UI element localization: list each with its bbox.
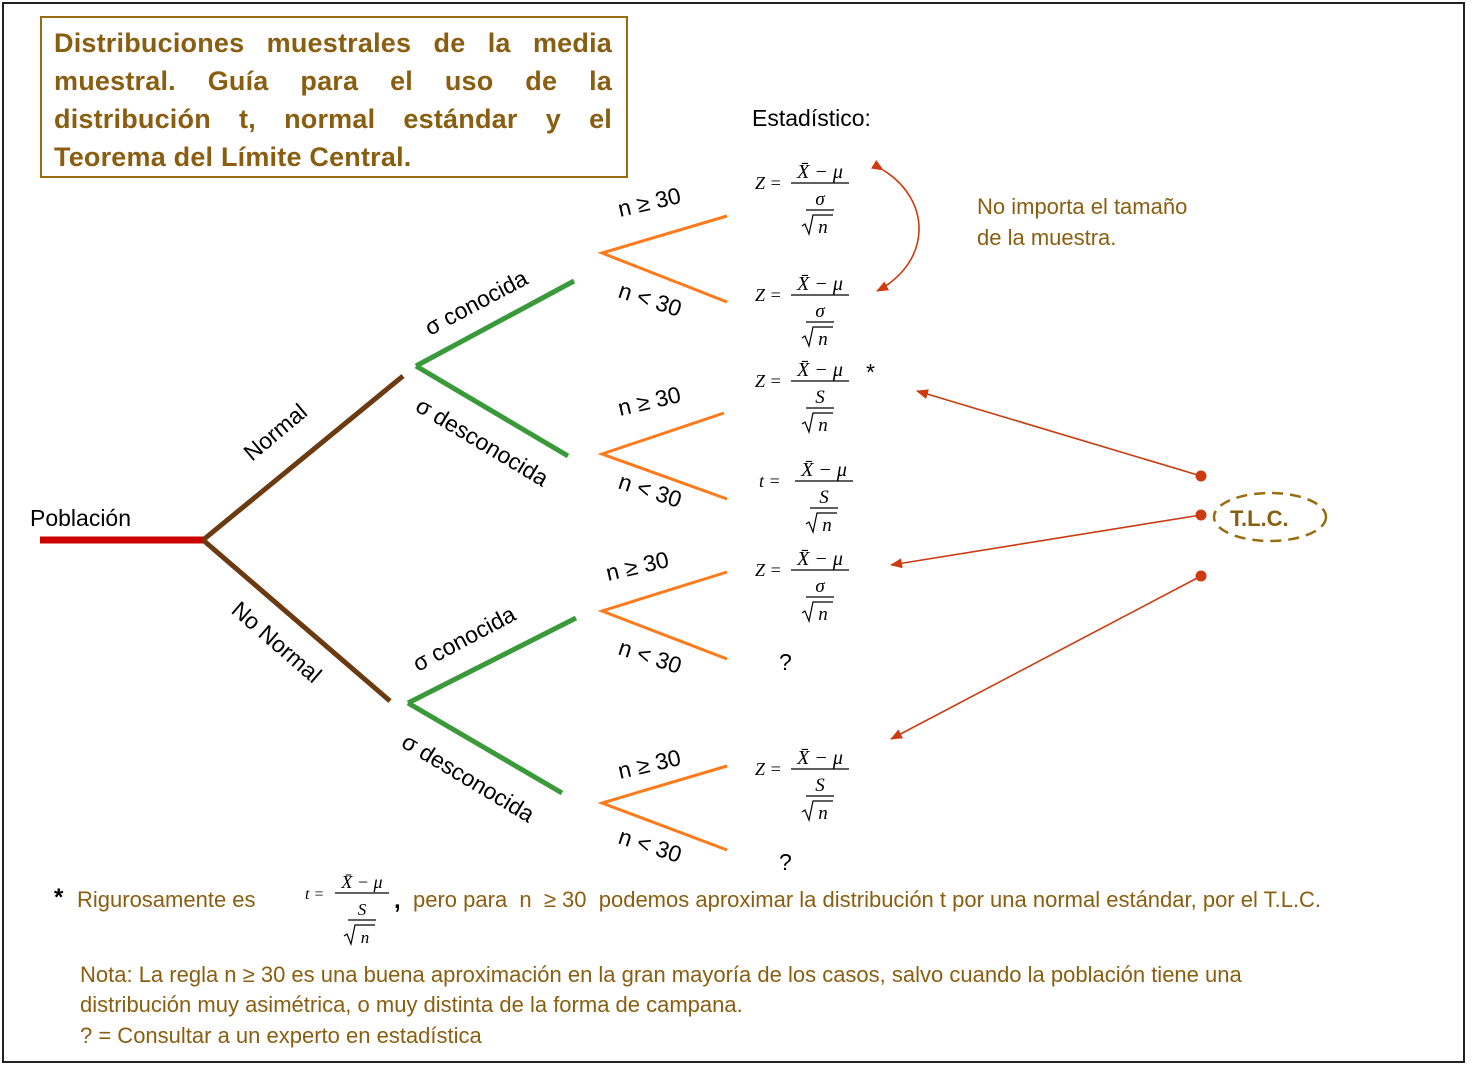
formula-z-sigma-1: Z = X̄ − μ σn <box>755 161 849 238</box>
title-box: Distribuciones muestrales de la media mu… <box>40 16 628 178</box>
tlc-ellipse <box>1212 491 1328 543</box>
formula-numerator: X̄ − μ <box>796 747 843 769</box>
sample-size-branches <box>597 214 728 852</box>
formula-lhs: t = <box>759 471 781 491</box>
branch-non-normal <box>201 538 392 703</box>
fork-nonnormal-unknown <box>597 764 728 852</box>
note-line-1: Nota: La regla n ≥ 30 es una buena aprox… <box>80 962 1242 987</box>
label-nonnormal-known: σ conocida <box>408 600 520 676</box>
formula-den-top: S <box>815 775 825 796</box>
formula-den-root: n <box>822 515 832 536</box>
note-line-2: distribución muy asimétrica, o muy disti… <box>80 992 743 1017</box>
formula-lhs: Z = <box>755 173 782 193</box>
sqrt-icon <box>343 924 375 947</box>
branch-normal <box>201 374 405 542</box>
tlc-arrow-3 <box>890 575 1202 740</box>
label-n-small-2: n < 30 <box>615 468 684 513</box>
formula-z-s-2: Z = X̄ − μ Sn <box>755 747 849 824</box>
size-note-line2: de la muestra. <box>977 225 1116 250</box>
sqrt-icon <box>805 512 837 535</box>
formula-den-top: S <box>819 487 829 508</box>
formula-numerator: X̄ − μ <box>796 548 843 570</box>
label-n-small-3: n < 30 <box>615 634 684 679</box>
formula-den-root: n <box>818 329 828 350</box>
unknown-mark-2: ? <box>779 849 792 875</box>
asterisk-mark: * <box>866 359 875 385</box>
formula-lhs: Z = <box>755 759 782 779</box>
formula-den-top: S <box>358 900 367 919</box>
footnote-suffix: pero para n ≥ 30 podemos aproximar la di… <box>413 887 1321 912</box>
label-n-large-1: n ≥ 30 <box>615 182 683 222</box>
formula-numerator: X̄ − μ <box>796 359 843 381</box>
label-normal-known: σ conocida <box>420 264 532 340</box>
title-text: Distribuciones muestrales de la media mu… <box>54 28 612 172</box>
label-n-large-2: n ≥ 30 <box>615 381 683 421</box>
footnote-asterisk: * <box>54 884 64 911</box>
formula-z-sigma-3: Z = X̄ − μ σn <box>755 548 849 625</box>
sqrt-icon <box>801 800 833 823</box>
sqrt-icon <box>801 326 833 349</box>
formula-den-root: n <box>361 928 370 947</box>
branch-nonnormal-unknown <box>406 700 564 796</box>
formula-den-root: n <box>818 415 828 436</box>
formula-numerator: X̄ − μ <box>340 872 382 892</box>
tlc-arrow-1 <box>916 389 1202 477</box>
label-n-large-3: n ≥ 30 <box>603 546 671 586</box>
unknown-mark-1: ? <box>779 649 792 675</box>
label-n-small-1: n < 30 <box>615 277 684 322</box>
label-n-large-4: n ≥ 30 <box>615 744 683 784</box>
sqrt-icon <box>801 601 833 624</box>
tlc-arrow-2 <box>890 514 1202 569</box>
footnote-prefix: Rigurosamente es <box>77 887 256 912</box>
fork-normal-known <box>597 214 728 304</box>
root-label: Población <box>30 505 131 531</box>
formula-lhs: Z = <box>755 285 782 305</box>
fork-nonnormal-known <box>597 570 728 661</box>
note-line-3: ? = Consultar a un experto en estadístic… <box>80 1023 482 1048</box>
formula-den-top: σ <box>815 301 825 322</box>
tlc-dot-2 <box>1195 509 1207 521</box>
formula-numerator: X̄ − μ <box>800 459 847 481</box>
formula-numerator: X̄ − μ <box>796 161 843 183</box>
fork-normal-unknown <box>597 411 728 501</box>
footnote-comma: , <box>394 887 401 914</box>
statistic-header: Estadístico: <box>752 105 871 131</box>
sqrt-icon <box>801 214 833 237</box>
label-non-normal: No Normal <box>227 596 327 688</box>
branch-normal-unknown <box>414 363 570 459</box>
sqrt-icon <box>801 412 833 435</box>
branch-nonnormal-known <box>406 615 578 706</box>
formula-den-root: n <box>818 604 828 625</box>
formula-z-s-1: Z = X̄ − μ Sn <box>755 359 849 436</box>
label-nonnormal-unknown: σ desconocida <box>397 728 539 828</box>
formula-z-sigma-2: Z = X̄ − μ σn <box>755 273 849 350</box>
tlc-label: T.L.C. <box>1230 506 1289 531</box>
formula-lhs: Z = <box>755 560 782 580</box>
tlc-dot-1 <box>1195 470 1207 482</box>
formula-den-root: n <box>818 803 828 824</box>
formula-den-root: n <box>818 217 828 238</box>
formula-t-s: t = X̄ − μ Sn <box>759 459 853 536</box>
formula-den-top: σ <box>815 189 825 210</box>
size-note-line1: No importa el tamaño <box>977 194 1187 219</box>
formula-den-top: S <box>815 387 825 408</box>
formula-lhs: t = <box>305 886 324 903</box>
formula-numerator: X̄ − μ <box>796 273 843 295</box>
label-normal: Normal <box>239 398 312 466</box>
branch-normal-known <box>414 278 576 369</box>
curved-double-arrow <box>871 159 920 292</box>
tlc-dot-3 <box>1195 570 1207 582</box>
footnote-formula: t = X̄ − μ Sn <box>305 872 389 947</box>
formula-den-top: σ <box>815 576 825 597</box>
formula-lhs: Z = <box>755 371 782 391</box>
